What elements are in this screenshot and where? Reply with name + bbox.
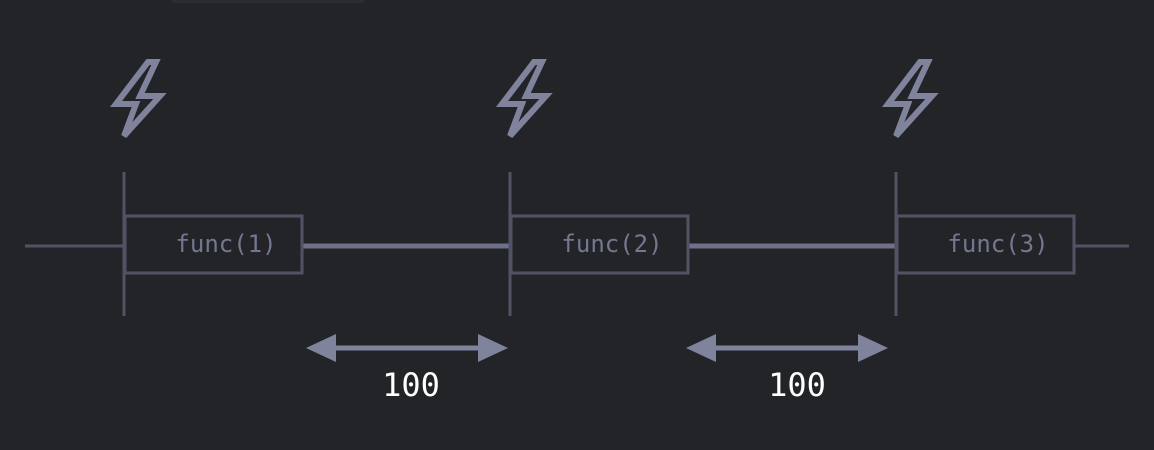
func-label: func(2) — [561, 230, 662, 258]
func-label: func(1) — [175, 230, 276, 258]
interval-label: 100 — [768, 366, 826, 404]
arrow-right-head — [858, 334, 888, 362]
func-box — [895, 214, 1076, 275]
event-1: func(1) — [109, 59, 304, 316]
func-label: func(3) — [947, 230, 1048, 258]
lightning-icon — [109, 59, 167, 139]
func-box — [509, 214, 690, 275]
event-3: func(3) — [881, 59, 1076, 316]
arrow-left-head — [306, 334, 336, 362]
event-2: func(2) — [495, 59, 690, 316]
lightning-icon — [881, 59, 939, 139]
func-box — [123, 214, 304, 275]
lightning-icon — [495, 59, 553, 139]
interval-1: 100 — [306, 334, 508, 404]
arrow-left-head — [686, 334, 716, 362]
interval-label: 100 — [382, 366, 440, 404]
arrow-right-head — [478, 334, 508, 362]
top-edge-bar — [172, 0, 364, 3]
interval-2: 100 — [686, 334, 888, 404]
